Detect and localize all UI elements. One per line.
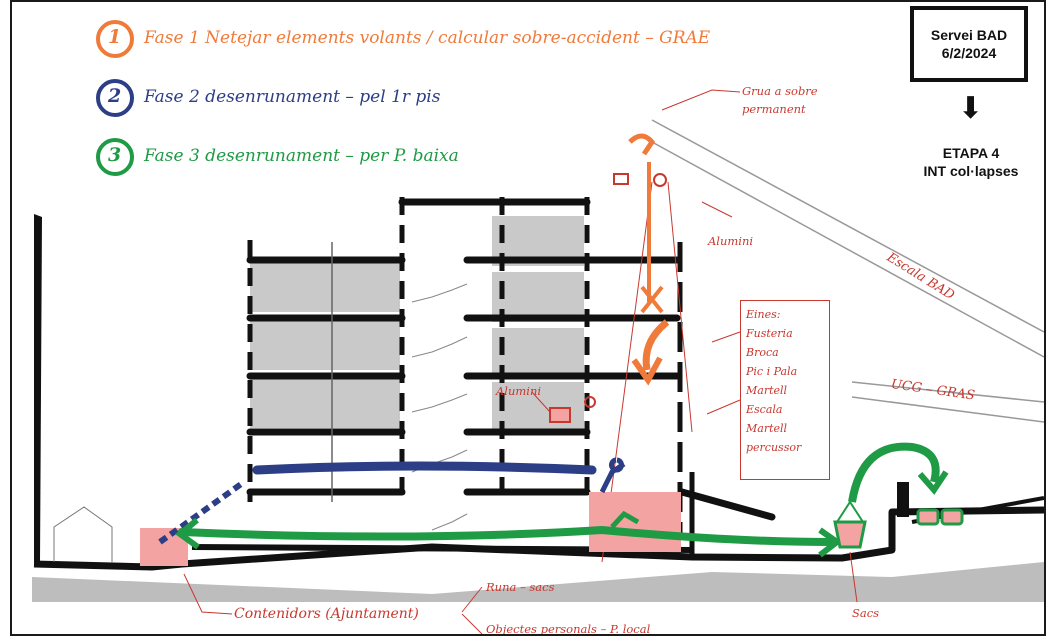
columns [247,197,695,557]
green-figure [610,510,640,529]
tool-item: Martell [746,384,788,397]
leader-lines [183,89,858,634]
green-arrowhead-left [175,517,200,550]
service-date-box: Servei BAD 6/2/2024 [910,6,1028,82]
phase-1-number: 1 [108,26,122,48]
stairs [411,283,468,531]
stage-line-1: ETAPA 4 [942,145,1000,161]
orange-x [640,285,664,314]
house-outline [53,506,113,562]
orange-curve-arrow [642,319,670,371]
blue-route [252,461,597,475]
red-marker-2 [653,173,667,187]
sketch-frame: 1 2 3 Fase 1 Netejar elements volants / … [10,0,1046,636]
service-label: Servei BAD [930,27,1008,43]
phase-2-circle [96,79,134,117]
tool-item: Martell percussor [746,422,802,454]
red-marker-3 [549,407,571,423]
orange-arrowhead [631,356,663,386]
aluminium-label: Alumini [708,234,754,248]
ucg-post [897,482,909,517]
tool-item: Fusteria [746,327,793,340]
blue-chute [158,479,246,545]
date-label: 6/2/2024 [941,45,997,61]
building-section-drawing [32,89,1044,634]
parts-label: Objectes personals – P. local [486,622,651,636]
orange-hook [628,133,656,156]
shoring-label: Alumini [496,384,542,398]
stage-line-2: INT col·lapses [923,163,1019,179]
phase-3-number: 3 [108,144,122,166]
crane-cable-right [667,181,693,433]
sacks-label: Sacs [852,606,880,620]
green-containers [916,508,964,526]
green-arc [848,442,940,503]
phase-1-text: Fase 1 Netejar elements volants / calcul… [144,28,711,48]
floor-fills [250,216,584,432]
crane [651,119,1044,423]
sack-bucket [833,520,867,549]
rubble-label: Runa – sacs [486,580,555,594]
phase-3-text: Fase 3 desenrunament – per P. baixa [144,146,459,166]
tools-box: Eines: Fusteria Broca Pic i Pala Martell… [740,300,830,480]
tool-item: Pic i Pala [746,365,798,378]
bucket-handle [836,500,864,523]
stage-label: ETAPA 4 INT col·lapses [912,144,1030,180]
green-route [178,525,836,546]
tool-item: Broca [746,346,779,359]
left-wall [34,214,42,562]
tool-item: Escala [746,403,783,416]
phase-1-circle [96,20,134,58]
phase-2-text: Fase 2 desenrunament – pel 1r pis [144,87,441,107]
blue-figure [599,457,626,494]
crane-note: Grua a sobre permanent [742,84,818,116]
red-marker-1 [613,173,629,185]
down-arrow-icon: ⬇ [958,91,984,126]
red-marker-4 [584,396,596,408]
tools-title: Eines: [746,308,781,321]
floor-slabs [246,198,776,521]
containers-label: Contenidors (Ajuntament) [234,606,419,622]
green-arrowhead-right [818,527,843,558]
green-arc-head [917,470,949,495]
phase-2-number: 2 [108,85,122,107]
ground-shadow [32,562,1044,602]
phase-3-circle [96,138,134,176]
phase-circles [96,20,134,176]
